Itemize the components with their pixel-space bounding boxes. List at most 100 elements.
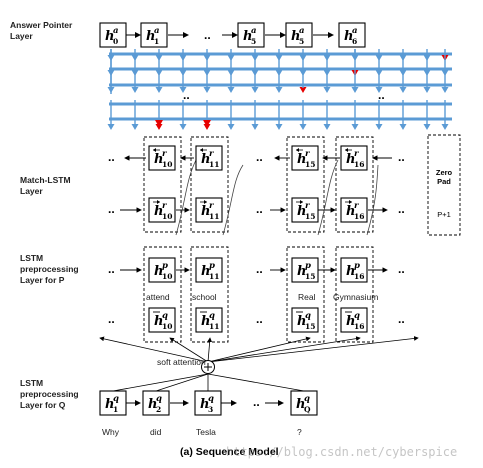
ellipsis: .. — [378, 88, 385, 102]
band-arrow-head — [351, 87, 359, 93]
band-arrow-head — [441, 124, 449, 130]
svg-text:r: r — [305, 201, 310, 211]
svg-text:a: a — [113, 26, 119, 36]
question-lstm-node: hq1 — [99, 390, 127, 416]
svg-text:a: a — [251, 26, 257, 36]
svg-text:15: 15 — [305, 272, 315, 281]
band-arrow-head — [251, 124, 259, 130]
zero-pad-sub: P+1 — [437, 210, 451, 219]
attention-line — [169, 337, 209, 363]
svg-text:r: r — [162, 201, 167, 211]
svg-text:p: p — [354, 261, 360, 271]
svg-text:h: h — [291, 29, 300, 44]
band-arrow-head — [227, 124, 235, 130]
passage-word-attend: attend — [146, 292, 170, 302]
row-arrows — [120, 155, 392, 273]
soft-attention-label: soft attention — [157, 357, 206, 367]
svg-text:h: h — [346, 314, 355, 329]
svg-text:h: h — [201, 264, 210, 279]
ellipsis: .. — [398, 312, 405, 326]
ellipsis: .. — [398, 202, 405, 216]
svg-text:10: 10 — [162, 322, 172, 331]
svg-text:a: a — [299, 26, 305, 36]
svg-text:10: 10 — [162, 212, 172, 221]
zero-pad-title: Zero Pad — [435, 168, 453, 186]
svg-text:q: q — [354, 311, 360, 321]
ellipsis: .. — [183, 88, 190, 102]
question-lstm-node: hq3 — [194, 390, 222, 416]
svg-text:a: a — [352, 26, 358, 36]
svg-text:5: 5 — [299, 37, 304, 46]
svg-text:q: q — [209, 311, 215, 321]
question-lstm-node: hq2 — [142, 390, 170, 416]
svg-text:Q: Q — [304, 405, 311, 414]
svg-text:q: q — [304, 394, 310, 404]
answer-row-ellipsis: .. — [204, 28, 211, 42]
svg-text:0: 0 — [113, 37, 118, 46]
ellipsis: .. — [108, 262, 115, 276]
answer-node: ha1 — [140, 22, 168, 48]
band-arrow-head — [423, 124, 431, 130]
svg-text:r: r — [162, 149, 167, 159]
question-row-ellipsis: .. — [253, 395, 260, 409]
band-arrow-head — [107, 87, 115, 93]
match-lstm-layer-label: Match-LSTM Layer — [20, 175, 71, 196]
lstm-q-layer-label: LSTM preprocessing Layer for Q — [20, 378, 79, 410]
svg-text:r: r — [305, 149, 310, 159]
svg-text:h: h — [154, 152, 163, 167]
svg-text:h: h — [105, 29, 114, 44]
svg-text:h: h — [154, 204, 163, 219]
svg-text:5: 5 — [251, 37, 256, 46]
band-arrow-head — [275, 87, 283, 93]
svg-text:h: h — [346, 204, 355, 219]
svg-text:p: p — [162, 261, 168, 271]
attention-input-line — [207, 373, 305, 392]
svg-text:10: 10 — [162, 160, 172, 169]
band2-down-arrows — [107, 100, 449, 130]
answer-node: ha5 — [237, 22, 265, 48]
band-arrow-head — [323, 87, 331, 93]
selected-pointer-arrow — [299, 87, 307, 93]
svg-text:h: h — [201, 204, 210, 219]
svg-text:h: h — [146, 29, 155, 44]
band-arrow-head — [203, 87, 211, 93]
svg-text:h: h — [346, 264, 355, 279]
band-arrow-head — [299, 124, 307, 130]
svg-text:r: r — [209, 149, 214, 159]
svg-text:r: r — [354, 201, 359, 211]
svg-text:q: q — [162, 311, 168, 321]
ellipsis: .. — [256, 150, 263, 164]
band-arrow-head — [375, 124, 383, 130]
ellipsis: .. — [398, 150, 405, 164]
ellipsis: .. — [108, 150, 115, 164]
svg-text:1: 1 — [154, 37, 159, 46]
band-arrow-head — [251, 87, 259, 93]
svg-text:r: r — [354, 149, 359, 159]
answer-pointer-layer-label: Answer Pointer Layer — [10, 20, 73, 41]
svg-text:6: 6 — [352, 37, 357, 46]
svg-text:15: 15 — [305, 212, 315, 221]
column-dashed-boxes — [143, 134, 461, 343]
band-arrow-head — [423, 87, 431, 93]
svg-text:3: 3 — [208, 405, 213, 414]
question-word-why: Why — [102, 427, 119, 437]
ellipsis: .. — [108, 312, 115, 326]
band-arrow-head — [179, 87, 187, 93]
ellipsis: .. — [108, 202, 115, 216]
ellipsis: .. — [256, 312, 263, 326]
svg-text:h: h — [243, 29, 252, 44]
soft-attention-lines — [99, 336, 419, 392]
ellipsis: .. — [256, 202, 263, 216]
svg-text:11: 11 — [209, 212, 219, 221]
svg-text:h: h — [297, 264, 306, 279]
svg-text:r: r — [209, 201, 214, 211]
band-arrow-head — [351, 124, 359, 130]
svg-text:a: a — [154, 26, 160, 36]
